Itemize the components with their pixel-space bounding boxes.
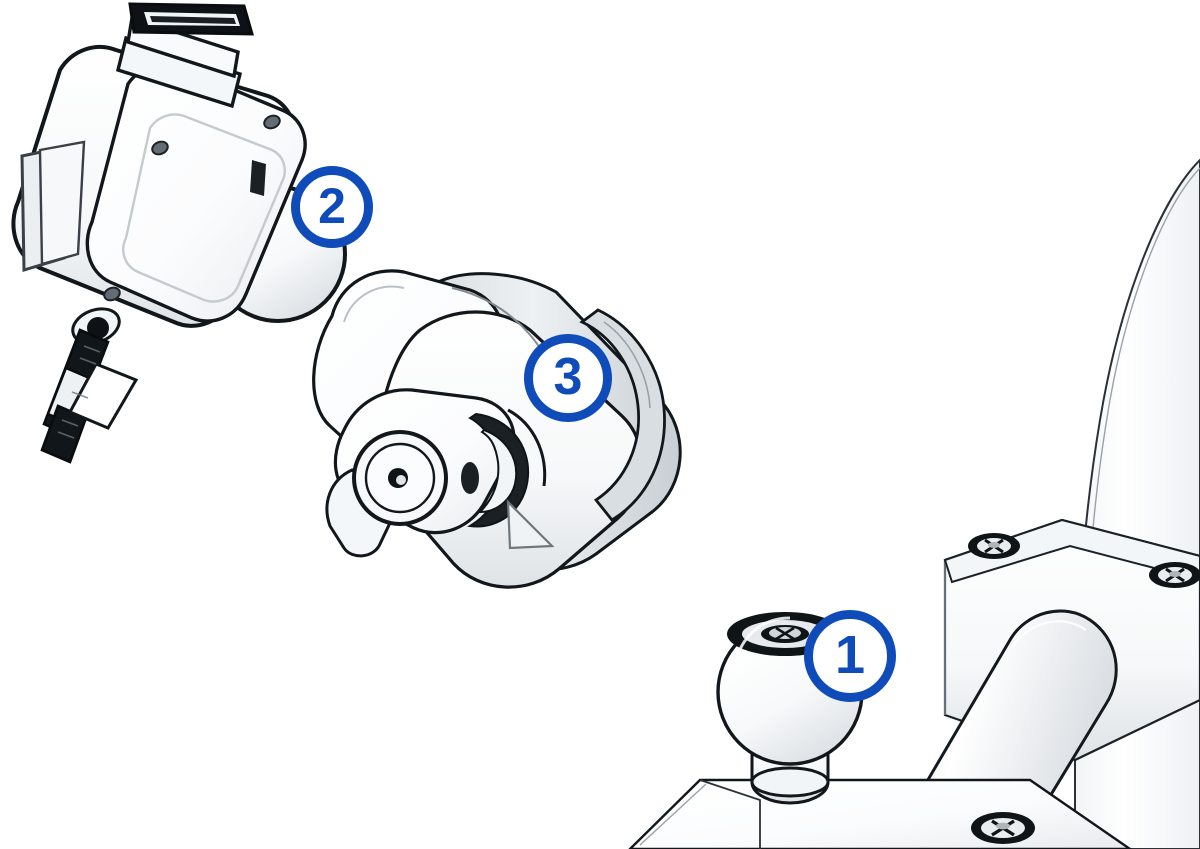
callout-1-badge[interactable]: 1 — [804, 610, 896, 702]
cradle-screws — [103, 114, 281, 302]
callout-2-badge[interactable]: 2 — [291, 166, 373, 248]
arrow-marker — [506, 499, 555, 550]
callout-3-number: 3 — [553, 348, 583, 406]
bracket-assembly — [628, 518, 1200, 849]
screw-head-plate — [971, 812, 1035, 844]
screw-head-upper-left — [968, 533, 1020, 559]
power-cable — [40, 328, 139, 464]
callout-2-number: 2 — [318, 178, 346, 234]
top-connector-block — [128, 2, 254, 36]
cam-pivot — [461, 408, 547, 528]
locking-knob — [352, 430, 448, 526]
device-cradle — [11, 2, 307, 345]
double-socket-arm — [312, 269, 682, 589]
callout-3-badge[interactable]: 3 — [524, 334, 612, 422]
screw-head-upper-right — [1149, 562, 1200, 588]
callout-1-number: 1 — [834, 625, 866, 685]
